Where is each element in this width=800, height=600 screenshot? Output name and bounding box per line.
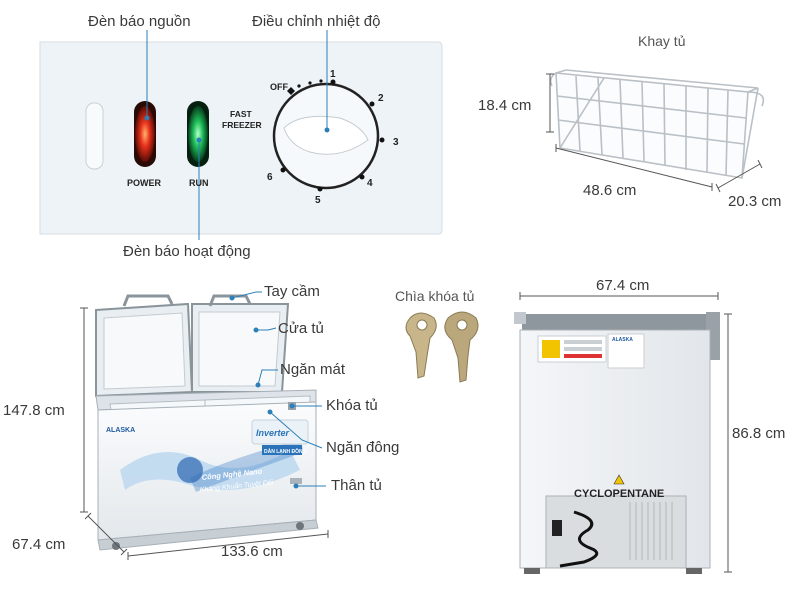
warning-icon bbox=[613, 474, 625, 485]
dial-number-2: 2 bbox=[378, 93, 384, 104]
chest-freezer bbox=[95, 294, 319, 551]
run-label: RUN bbox=[189, 178, 209, 188]
dial-number-1: 1 bbox=[330, 69, 336, 80]
side-brand-label: ALASKA bbox=[612, 337, 633, 343]
freezer-dimension-lines bbox=[80, 307, 329, 560]
power-label: POWER bbox=[127, 178, 162, 188]
power-light-icon bbox=[135, 106, 155, 162]
fast-label: FAST bbox=[230, 109, 253, 119]
tray-depth: 20.3 cm bbox=[728, 193, 782, 210]
off-label: OFF bbox=[270, 82, 288, 92]
brand-label: ALASKA bbox=[106, 427, 135, 434]
callout-body: Thân tủ bbox=[331, 477, 382, 494]
callout-freeze-compartment: Ngăn đông bbox=[326, 439, 400, 456]
side-dimension-lines bbox=[519, 292, 732, 573]
side-height: 86.8 cm bbox=[732, 425, 786, 442]
cyclopentane-label: CYCLOPENTANE bbox=[574, 488, 664, 500]
callout-run-light: Đèn báo hoạt động bbox=[123, 243, 251, 260]
dial-number-6: 6 bbox=[267, 172, 273, 183]
tray-height: 18.4 cm bbox=[478, 97, 532, 114]
freezer-label: FREEZER bbox=[222, 120, 262, 130]
side-width: 67.4 cm bbox=[596, 277, 650, 294]
dial-number-4: 4 bbox=[367, 178, 373, 189]
inverter-label: Inverter bbox=[256, 428, 290, 438]
callout-door: Cửa tủ bbox=[278, 320, 324, 337]
panel-slot bbox=[85, 102, 104, 170]
callout-cool-compartment: Ngăn mát bbox=[280, 361, 346, 378]
nano-logo-icon bbox=[177, 457, 203, 483]
dial-number-3: 3 bbox=[393, 137, 399, 148]
callout-lock: Khóa tủ bbox=[326, 397, 378, 414]
dial-number-5: 5 bbox=[315, 195, 321, 206]
tray-length: 48.6 cm bbox=[583, 182, 637, 199]
freezer-width: 133.6 cm bbox=[221, 543, 283, 560]
freezer-depth: 67.4 cm bbox=[12, 536, 66, 553]
run-light-icon bbox=[188, 106, 208, 162]
callout-temp-control: Điều chỉnh nhiệt độ bbox=[252, 13, 381, 30]
freezer-callout-lines bbox=[229, 291, 326, 489]
freezer-height: 147.8 cm bbox=[3, 402, 65, 419]
basket-tray bbox=[549, 69, 765, 179]
control-callout-lines bbox=[144, 30, 330, 240]
control-panel bbox=[39, 41, 443, 235]
tray-dimension-lines bbox=[546, 73, 763, 193]
temperature-dial bbox=[272, 79, 385, 192]
tray-title: Khay tủ bbox=[638, 33, 686, 49]
off-marker-icon bbox=[287, 87, 295, 95]
callout-power-light: Đèn báo nguồn bbox=[88, 13, 191, 30]
power-cord-icon bbox=[559, 510, 599, 568]
badge-label: DÀN LẠNH ĐỒNG bbox=[264, 448, 307, 455]
callout-handle: Tay cầm bbox=[264, 283, 320, 300]
key-icon bbox=[405, 311, 479, 383]
freezer-side-view bbox=[514, 312, 720, 574]
key-title: Chìa khóa tủ bbox=[395, 288, 475, 304]
